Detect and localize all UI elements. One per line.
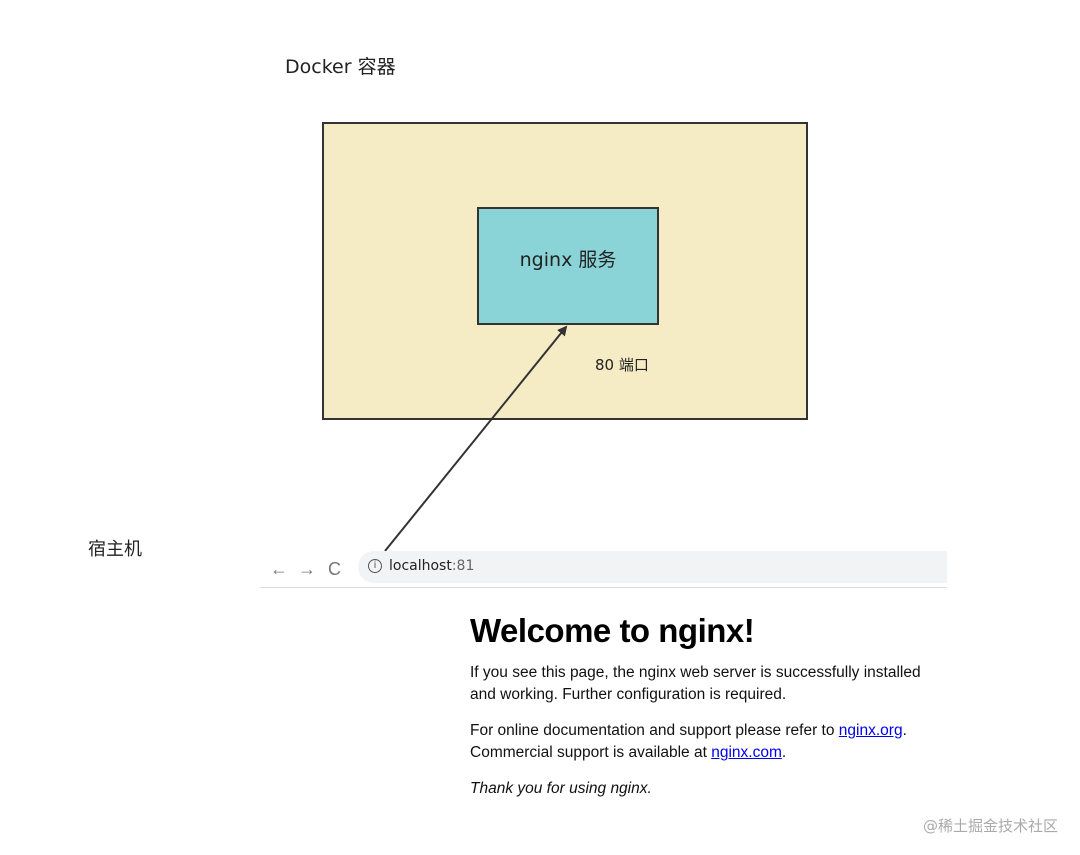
back-arrow-icon[interactable]: ← (270, 559, 288, 579)
docs-period: . (902, 722, 907, 739)
nginx-org-link[interactable]: nginx.org (838, 722, 903, 739)
docs-text: For online documentation and support ple… (470, 722, 839, 739)
thanks-paragraph: Thank you for using nginx. (470, 780, 652, 797)
forward-arrow-icon[interactable]: → (298, 559, 316, 579)
url-text: localhost:81 (389, 558, 474, 574)
watermark: @稀土掘金技术社区 (922, 817, 1058, 835)
nginx-service-box: nginx 服务 (477, 207, 659, 325)
nginx-welcome-page: Welcome to nginx! If you see this page, … (470, 612, 940, 814)
reload-icon[interactable]: C (328, 559, 341, 579)
host-machine-label: 宿主机 (88, 539, 142, 560)
url-port: :81 (451, 558, 475, 574)
docker-container-label: Docker 容器 (285, 56, 396, 78)
page-title: Welcome to nginx! (470, 612, 755, 649)
arrow-line (384, 325, 568, 552)
nginx-service-label: nginx 服务 (519, 248, 617, 271)
nginx-com-link[interactable]: nginx.com (711, 744, 782, 761)
support-period: . (781, 744, 787, 761)
url-host: localhost (389, 558, 452, 574)
support-text: Commercial support is available at (470, 744, 712, 761)
browser-toolbar: ← → C i localhost:81 (260, 551, 947, 587)
port-label: 80 端口 (595, 356, 649, 374)
address-bar[interactable]: i localhost:81 (358, 551, 947, 583)
intro-paragraph: If you see this page, the nginx web serv… (470, 664, 921, 703)
toolbar-divider (260, 587, 947, 588)
info-icon[interactable]: i (368, 559, 382, 573)
docs-paragraph: For online documentation and support ple… (470, 720, 940, 764)
